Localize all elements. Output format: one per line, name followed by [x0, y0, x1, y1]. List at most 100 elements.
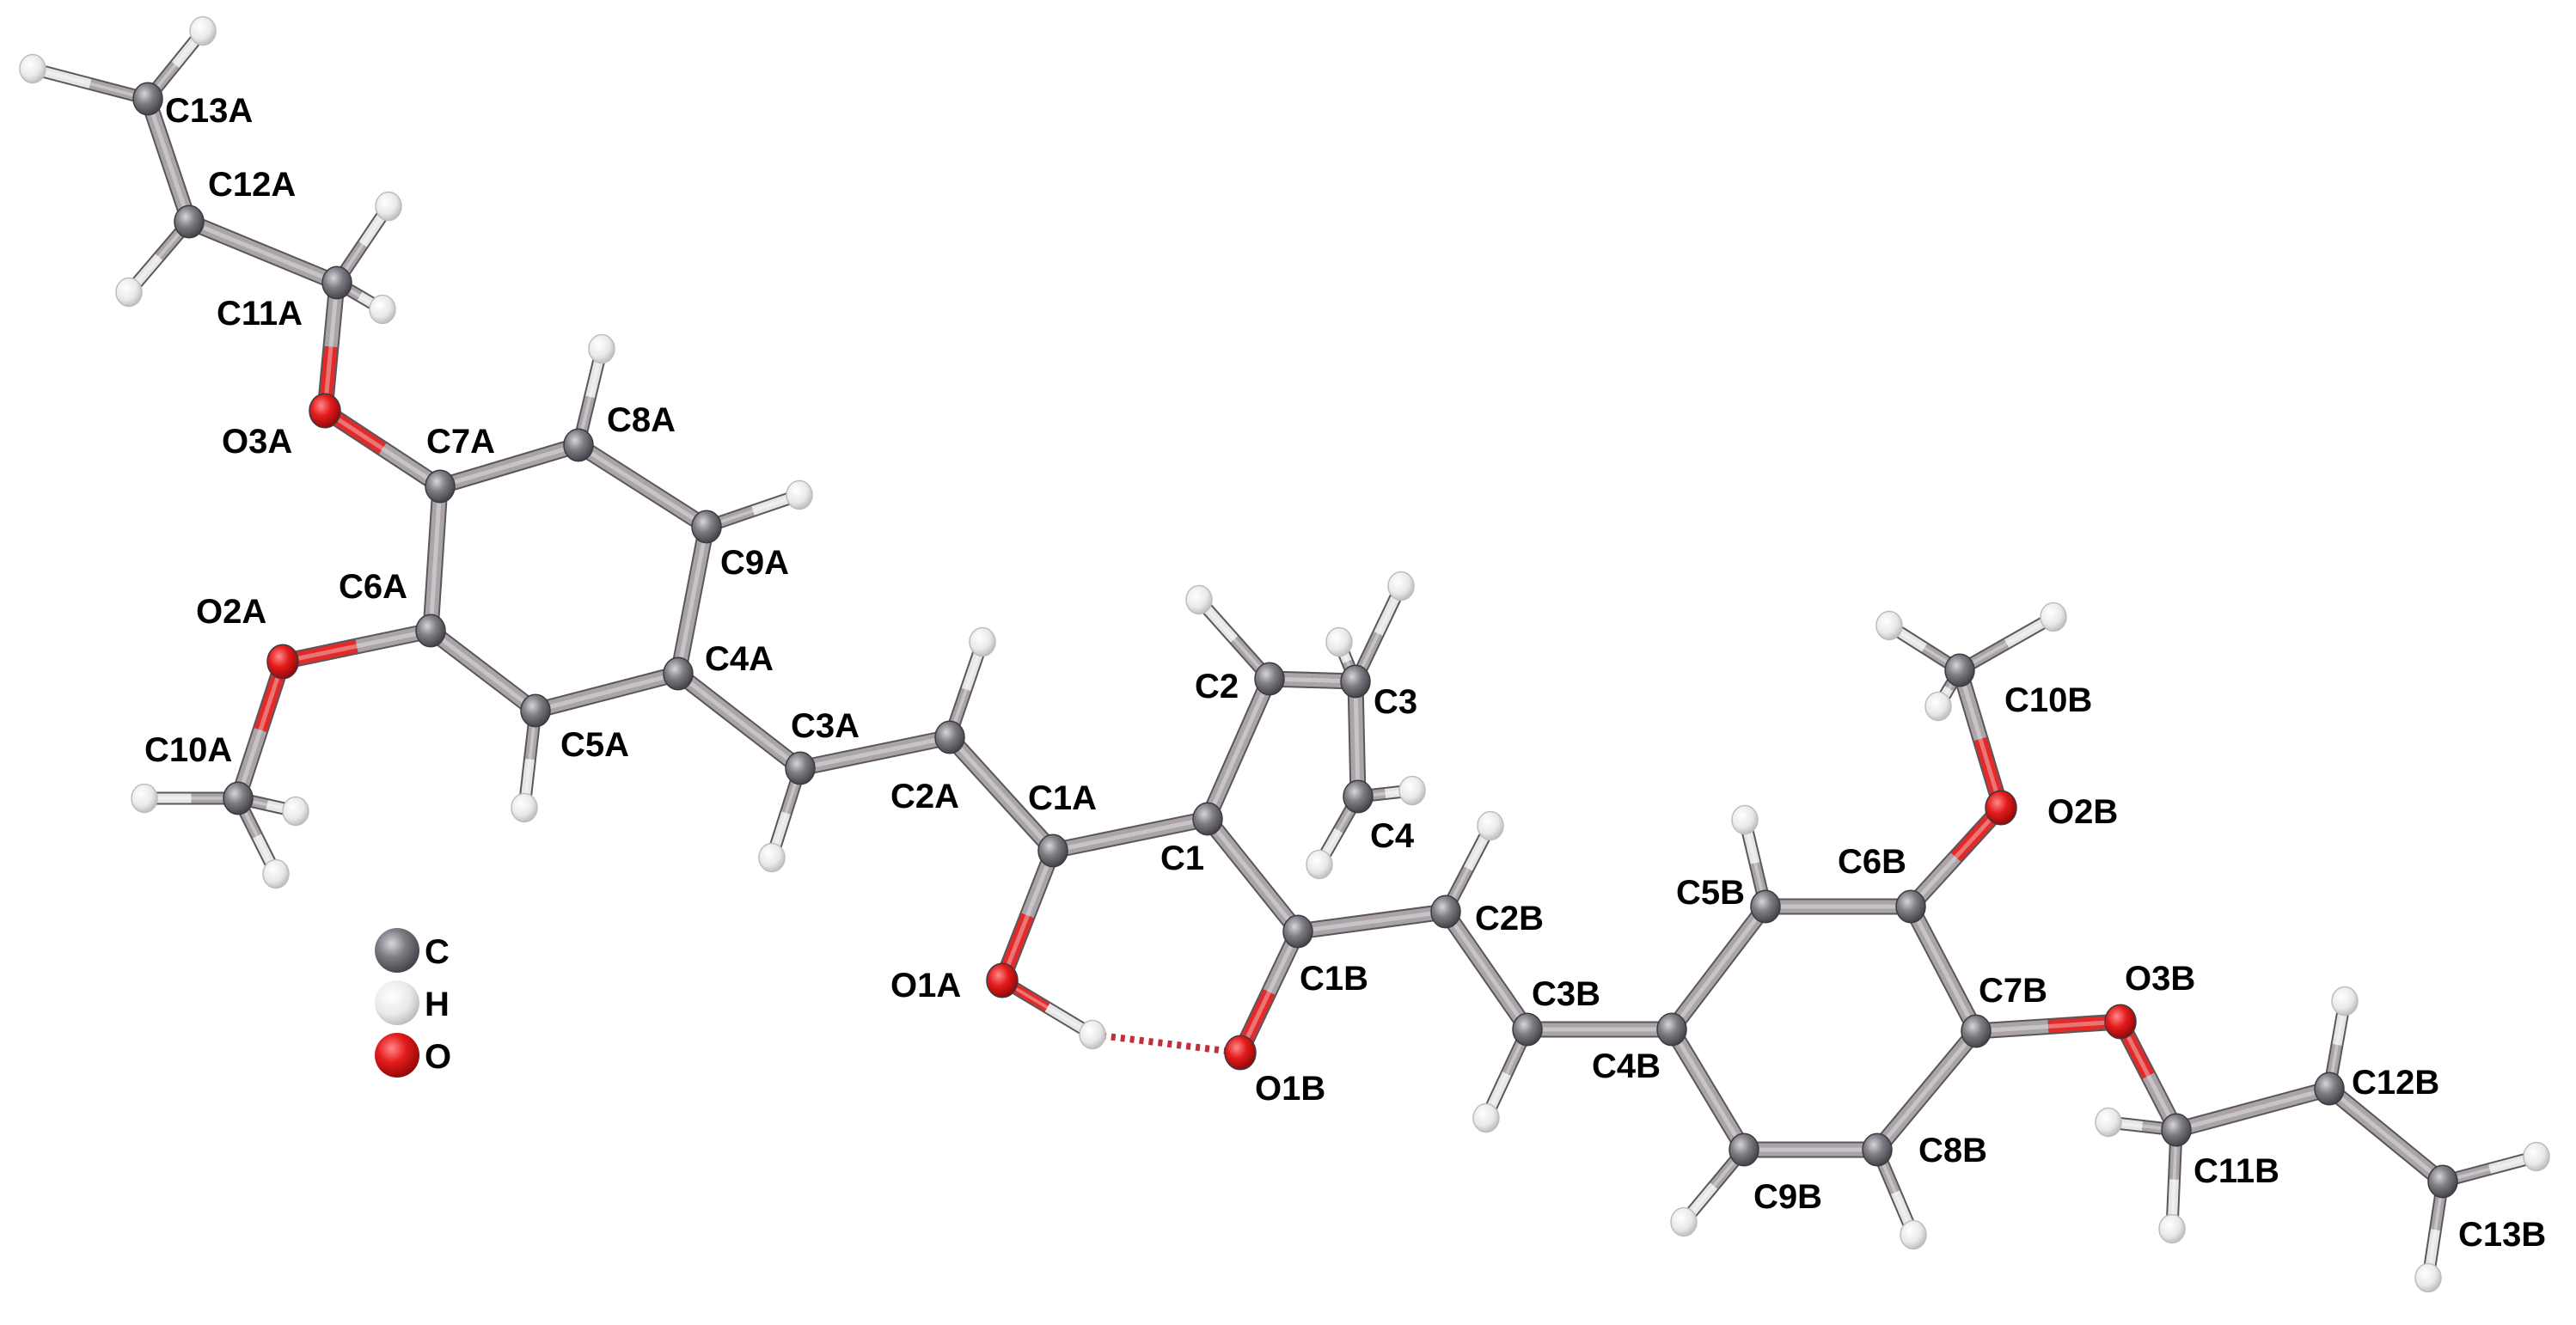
bond-C3-C4 [1347, 673, 1367, 805]
legend-h-label: H [425, 986, 450, 1023]
atom-label-o1a: O1A [890, 967, 961, 1004]
atom-c2a [934, 720, 965, 754]
atoms-layer [19, 15, 2550, 1293]
atom-label-c7a: C7A [426, 423, 495, 461]
atom-o2b [1985, 790, 2017, 826]
atom-h9a [786, 479, 813, 510]
atom-h12a [115, 277, 143, 308]
bond-C1B-C2B [1289, 903, 1454, 940]
bond-O2B-C10B [1951, 662, 2010, 816]
atom-o1a [986, 962, 1019, 998]
atom-label-c12a: C12A [208, 166, 296, 204]
bond-C12B-C13B [2321, 1080, 2451, 1190]
bond-C12A-C11A [181, 213, 346, 291]
atom-label-c3: C3 [1374, 683, 1417, 721]
atom-label-c1: C1 [1160, 840, 1204, 877]
atom-label-c4b: C4B [1592, 1047, 1661, 1085]
atom-label-c12b: C12B [2352, 1064, 2439, 1102]
bond-O3B-C11B [2112, 1013, 2185, 1139]
atom-label-c2b: C2B [1475, 900, 1544, 937]
atom-label-o2a: O2A [196, 593, 266, 631]
bond-C8A-C9A [570, 437, 715, 535]
atom-label-c5b: C5B [1676, 874, 1745, 912]
atom-label-c8b: C8B [1918, 1132, 1987, 1169]
atom-label-c9b: C9B [1753, 1178, 1822, 1216]
atom-label-c4: C4 [1370, 817, 1415, 855]
atom-h4a [1398, 775, 1426, 806]
atom-label-c10a: C10A [144, 731, 232, 769]
legend-o-label: O [425, 1038, 451, 1076]
bond-C4A-C5A [527, 665, 687, 719]
atom-h10a2 [282, 796, 309, 827]
atom-label-c1a: C1A [1028, 779, 1097, 817]
atom-label-c13b: C13B [2458, 1216, 2546, 1254]
bond-C6B-O2B [1902, 799, 2010, 915]
atom-h3b [1325, 626, 1353, 657]
atom-label-c7b: C7B [1979, 972, 2047, 1010]
bond-C1-C1B [1199, 810, 1306, 940]
atom-c9a [691, 510, 722, 544]
bond-C10B-H10B2 [1953, 610, 2060, 677]
atom-h10b2 [2040, 601, 2067, 632]
atom-o1b [1224, 1035, 1257, 1071]
atom-c11a [321, 266, 352, 300]
hydrogen-bond-layer [1092, 1031, 1241, 1056]
atom-c13a [132, 82, 163, 116]
atom-h2b [1477, 810, 1504, 841]
bond-C9B-C4B [1663, 1021, 1753, 1158]
atom-c10a [223, 781, 254, 815]
bond-C6A-C7A [422, 478, 449, 639]
atom-c7b [1961, 1014, 1992, 1048]
atom-h12b [2331, 986, 2359, 1017]
atom-label-o3b: O3B [2125, 960, 2195, 998]
atom-c1b [1282, 914, 1313, 949]
atom-label-c9a: C9A [720, 544, 789, 582]
atom-h5a [511, 792, 538, 823]
atom-h11b2 [2158, 1213, 2186, 1244]
bond-C6A-O2A [274, 622, 439, 670]
atom-h2a [969, 626, 996, 657]
bond-C1B-O1B [1232, 923, 1306, 1061]
atom-h11a2 [369, 294, 396, 325]
atom-label-c6a: C6A [339, 568, 407, 606]
atom-h13b2 [2414, 1262, 2442, 1293]
bond-C11A-O3A [316, 274, 346, 419]
atom-label-c2a: C2A [890, 778, 959, 815]
atom-c3a [785, 751, 816, 785]
atom-c6b [1895, 889, 1926, 924]
bond-C1A-O1A [994, 842, 1062, 989]
bond-C7B-O3B [1967, 1013, 2129, 1040]
atom-label-c10b: C10B [2004, 681, 2092, 719]
bond-C4B-C5B [1663, 898, 1774, 1038]
atom-h13a1 [19, 53, 46, 84]
atom-o3a [309, 393, 341, 429]
atom-c13b [2427, 1164, 2458, 1199]
atom-label-c3b: C3B [1532, 975, 1600, 1013]
bond-C4A-C3A [670, 665, 809, 777]
atom-h13b1 [2523, 1141, 2550, 1172]
atom-c10b [1944, 653, 1975, 687]
atom-label-c4a: C4A [705, 640, 774, 678]
bond-C13A-H13A1 [26, 62, 155, 106]
atom-h1a [1079, 1019, 1106, 1050]
atom-c1a [1037, 833, 1068, 868]
atom-h3a [758, 842, 786, 873]
bond-C9A-C4A [670, 518, 715, 682]
atom-c12a [174, 205, 205, 239]
atom-c3 [1340, 664, 1371, 699]
atom-label-c1b: C1B [1300, 960, 1368, 998]
atom-label-c2: C2 [1195, 668, 1239, 705]
atom-h10b3 [1924, 691, 1952, 722]
element-legend: CHO [375, 928, 451, 1078]
bond-O3A-C7A [316, 402, 449, 495]
atom-c4a [663, 656, 694, 691]
hydrogen-bond-H1A-O1B [1092, 1031, 1241, 1056]
atom-h11b1 [2095, 1107, 2122, 1138]
atom-c12b [2314, 1072, 2345, 1106]
bond-O2A-C10A [229, 653, 291, 807]
atom-h3a [1387, 571, 1415, 601]
atom-label-o1b: O1B [1255, 1070, 1325, 1108]
atom-c5b [1750, 889, 1781, 924]
